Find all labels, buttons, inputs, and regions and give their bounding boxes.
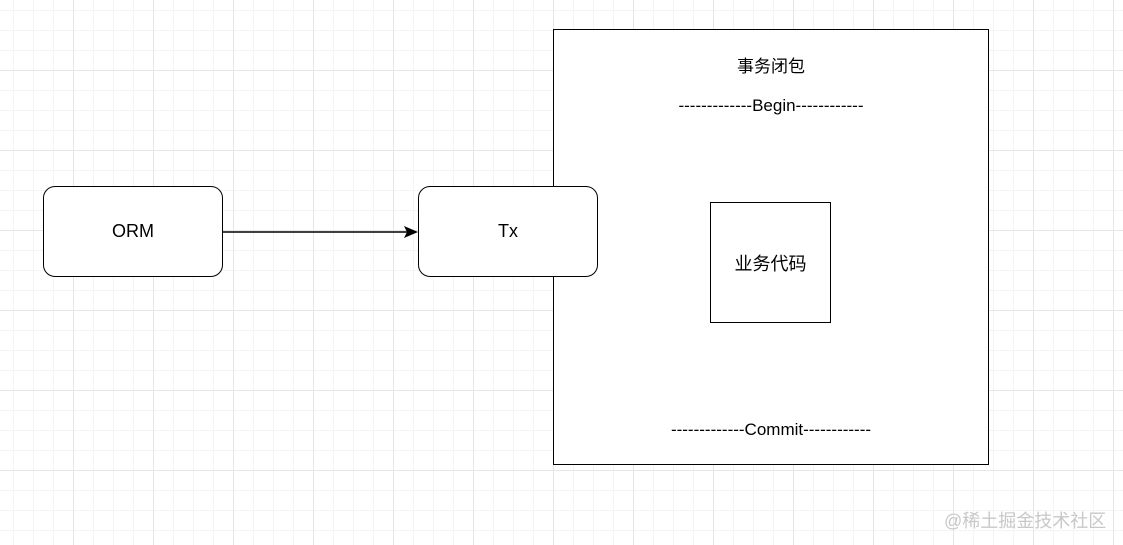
closure-title: 事务闭包 xyxy=(737,57,805,76)
orm-label: ORM xyxy=(112,221,154,241)
tx-label: Tx xyxy=(498,221,518,241)
begin-label: -------------Begin------------ xyxy=(678,96,864,115)
orm-node[interactable]: ORM xyxy=(43,186,223,277)
business-code-node[interactable]: 业务代码 xyxy=(710,202,831,323)
tx-node[interactable]: Tx xyxy=(418,186,598,277)
commit-label: -------------Commit------------ xyxy=(670,420,872,439)
business-code-label: 业务代码 xyxy=(734,253,807,274)
arrowhead-icon xyxy=(404,226,418,238)
watermark: @稀土掘金技术社区 xyxy=(944,511,1107,531)
